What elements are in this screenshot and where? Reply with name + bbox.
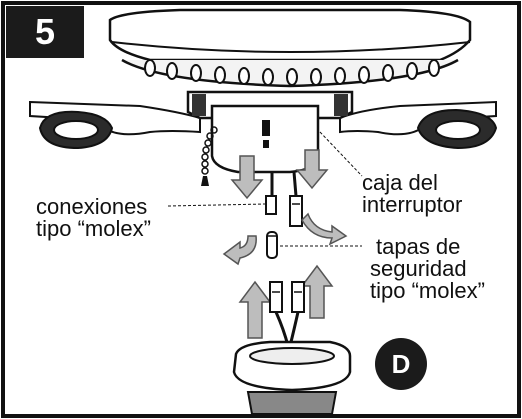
motor-housing [108,8,472,88]
label-molex-connections: conexiones tipo “molex” [36,196,151,240]
part-letter-badge: D [375,338,427,390]
label-switch-box: caja del interruptor [362,172,462,216]
label-line: interruptor [362,192,463,217]
switch-housing [201,104,320,186]
curved-arrow-right [301,212,348,246]
blade-arm-left [29,100,201,150]
lower-molex-connectors [269,281,305,313]
curved-arrow-left [222,235,257,266]
up-arrows [238,264,334,339]
label-line: seguridad [370,256,467,281]
blade-arm-right [339,100,498,150]
label-line: tapas de [376,234,461,259]
label-line: tipo “molex” [370,278,485,303]
label-line: conexiones [36,194,148,219]
step-number-badge: 5 [6,6,84,58]
upper-molex-connectors [265,195,303,227]
label-safety-caps: tapas de seguridad tipo “molex” [370,236,485,302]
leader-lines [167,131,363,247]
upper-wires [270,171,298,197]
label-line: caja del [362,170,438,195]
molex-safety-caps [266,231,278,259]
light-kit-canopy [232,340,352,415]
down-arrows [230,149,329,200]
label-line: tipo “molex” [36,216,151,241]
